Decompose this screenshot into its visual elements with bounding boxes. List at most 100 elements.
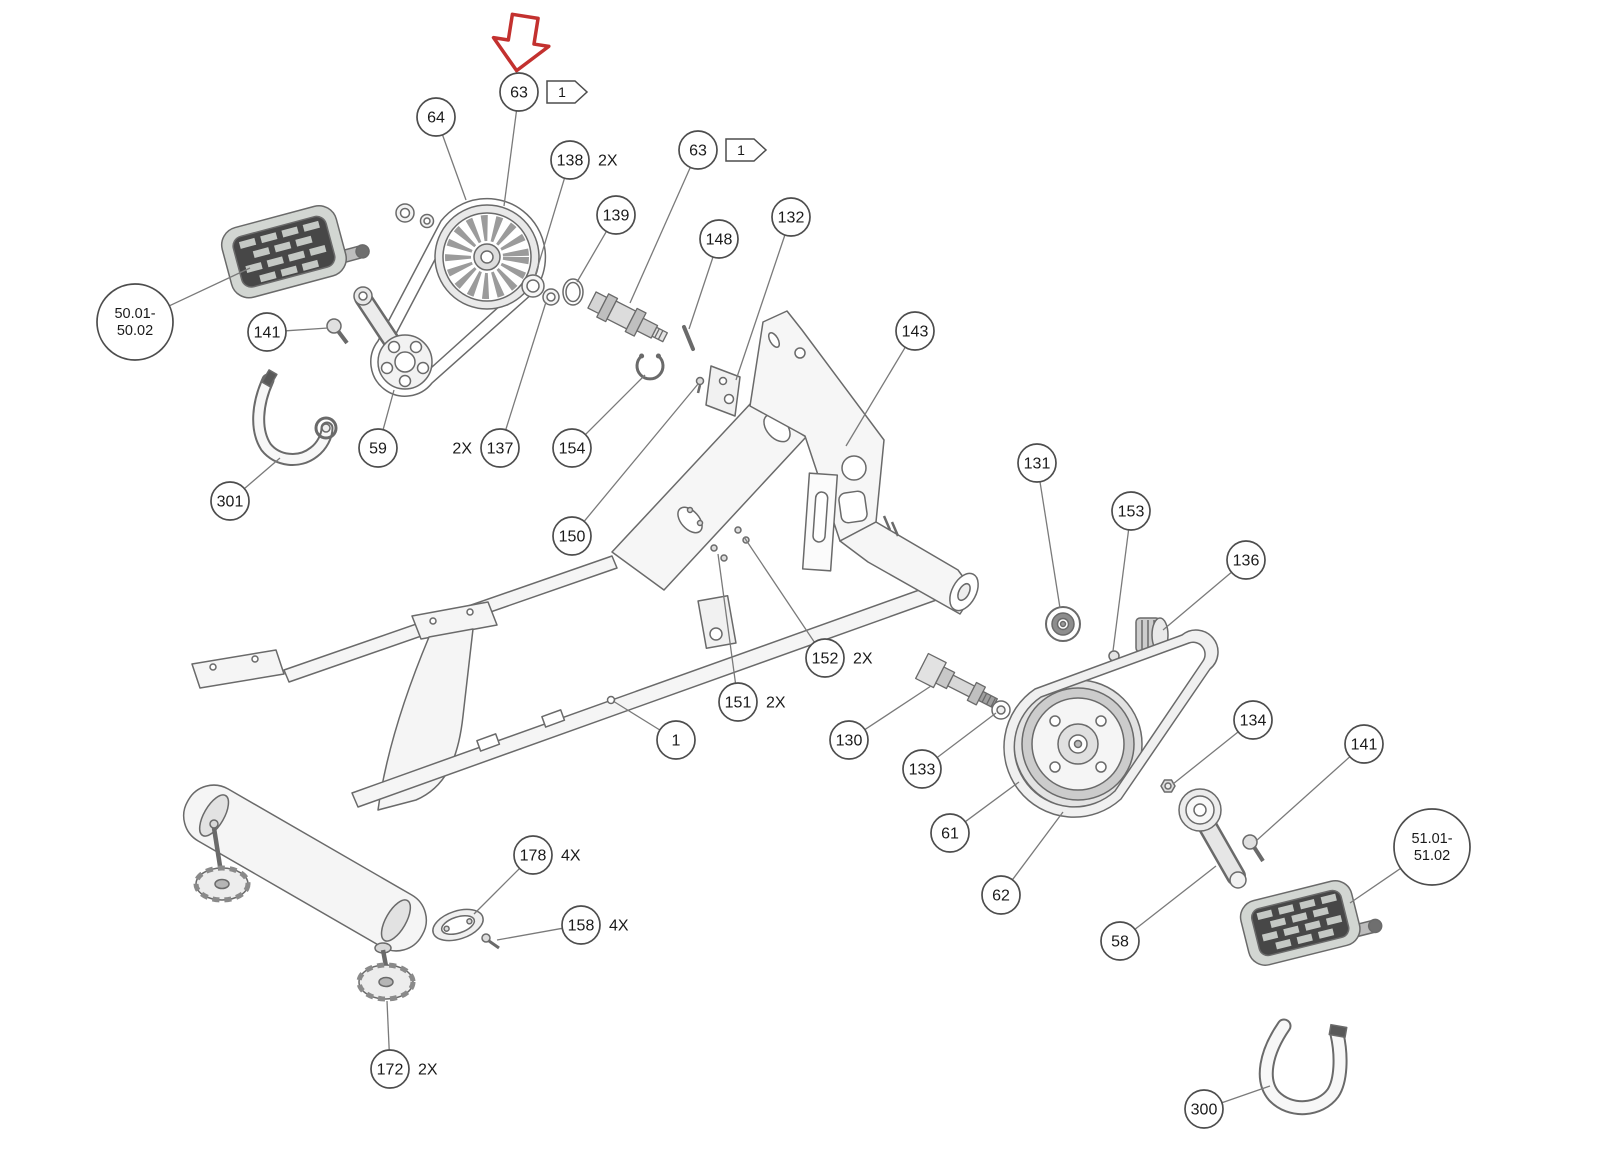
balloon-circle bbox=[981, 875, 1021, 915]
balloon-label: 64 bbox=[427, 110, 445, 127]
balloon-circle bbox=[1111, 491, 1151, 531]
callout-63-a: 63 1 bbox=[499, 72, 589, 207]
quantity-label: 2X bbox=[853, 651, 873, 668]
screw-158-part bbox=[481, 933, 500, 950]
quantity-label: 2X bbox=[452, 441, 472, 458]
leader-line bbox=[583, 383, 699, 522]
leader-line bbox=[496, 927, 563, 941]
callout-133: 133 bbox=[902, 712, 997, 789]
callout-132: 132 bbox=[735, 197, 811, 381]
callout-301: 301 bbox=[210, 457, 281, 521]
leader-line bbox=[845, 346, 906, 447]
leader-line bbox=[717, 553, 737, 684]
balloon-circle bbox=[416, 97, 456, 137]
balloon-label: 131 bbox=[1024, 456, 1051, 473]
balloon-circle bbox=[596, 195, 636, 235]
leader-line bbox=[629, 167, 691, 304]
callout-172: 172 2X bbox=[370, 1000, 438, 1089]
leader-line bbox=[1134, 865, 1217, 930]
balloon-label: 62 bbox=[992, 888, 1010, 905]
callout-154: 154 bbox=[552, 374, 646, 468]
leader-line bbox=[1221, 1085, 1271, 1104]
balloon-circle bbox=[771, 197, 811, 237]
leader-line bbox=[864, 685, 932, 731]
leader-line bbox=[441, 134, 467, 201]
balloon-circle bbox=[370, 1049, 410, 1089]
callout-178: 178 4X bbox=[473, 835, 581, 915]
balloon-label: 134 bbox=[1240, 713, 1267, 730]
balloon-label: 50.01- bbox=[114, 306, 155, 322]
revision-flag bbox=[725, 138, 768, 162]
callout-61: 61 bbox=[930, 781, 1020, 853]
callout-64: 64 bbox=[416, 97, 467, 201]
balloon-circle bbox=[718, 682, 758, 722]
callout-152: 152 2X bbox=[743, 536, 873, 678]
base-frame-part bbox=[182, 555, 957, 952]
quantity-label: 2X bbox=[418, 1062, 438, 1079]
leader-line bbox=[735, 234, 786, 381]
callout-148: 148 bbox=[688, 219, 739, 330]
balloon-label: 172 bbox=[377, 1062, 404, 1079]
quantity-label: 4X bbox=[609, 918, 629, 935]
bearing-part bbox=[1045, 606, 1081, 642]
balloon-label: 178 bbox=[520, 848, 547, 865]
callout-1: 1 bbox=[612, 700, 696, 760]
callout-136: 136 bbox=[1162, 540, 1266, 631]
balloon-circle bbox=[358, 428, 398, 468]
callout-137: 137 2X bbox=[452, 301, 547, 468]
balloon-circle bbox=[513, 835, 553, 875]
balloon-label: 150 bbox=[559, 529, 586, 546]
balloon-label: 63 bbox=[689, 143, 707, 160]
leader-line bbox=[243, 457, 281, 490]
balloon-circle bbox=[656, 720, 696, 760]
main-frame-part bbox=[611, 310, 979, 649]
crank-shaft-part bbox=[914, 652, 998, 709]
leader-line bbox=[1112, 529, 1130, 652]
leveling-foot-part bbox=[193, 819, 416, 1002]
leader-line bbox=[1011, 811, 1064, 881]
leader-line bbox=[612, 700, 661, 731]
balloon-label: 1 bbox=[672, 733, 681, 750]
bracket-part bbox=[695, 365, 741, 417]
right-crank-part bbox=[1178, 788, 1247, 889]
balloon-circle bbox=[247, 312, 287, 352]
callout-51: 51.01-51.02 bbox=[1349, 808, 1471, 904]
balloon-label: 141 bbox=[1351, 737, 1378, 754]
bolt-134-part bbox=[1160, 779, 1176, 793]
leader-line bbox=[505, 301, 547, 431]
quantity-label: 4X bbox=[561, 848, 581, 865]
quantity-label: 2X bbox=[766, 695, 786, 712]
leader-line bbox=[386, 1000, 390, 1051]
balloon-label: 59 bbox=[369, 441, 387, 458]
balloon-label: 300 bbox=[1191, 1102, 1218, 1119]
flag-label: 1 bbox=[558, 84, 566, 100]
callout-300: 300 bbox=[1184, 1085, 1271, 1129]
balloon-circle bbox=[1184, 1089, 1224, 1129]
balloon-circle bbox=[895, 311, 935, 351]
leader-line bbox=[382, 389, 395, 430]
leader-line bbox=[534, 178, 566, 277]
snap-ring-part bbox=[635, 353, 665, 381]
balloon-label: 58 bbox=[1111, 934, 1129, 951]
callout-62: 62 bbox=[981, 811, 1064, 915]
callout-143: 143 bbox=[845, 311, 935, 447]
leader-line bbox=[473, 867, 521, 915]
callout-131: 131 bbox=[1017, 443, 1061, 609]
balloon-label: 137 bbox=[487, 441, 514, 458]
balloon-circle bbox=[1226, 540, 1266, 580]
revision-flag bbox=[546, 80, 589, 104]
callout-141-b: 141 bbox=[1255, 724, 1384, 842]
right-pedal-part bbox=[1239, 880, 1383, 966]
holder-hook-left-part bbox=[252, 369, 338, 466]
balloon-label: 138 bbox=[557, 153, 584, 170]
callout-150: 150 bbox=[552, 383, 699, 556]
left-pedal-part bbox=[220, 204, 370, 299]
balloon-label: 152 bbox=[812, 651, 839, 668]
balloon-label: 63 bbox=[510, 85, 528, 102]
holder-hook-right-part bbox=[1258, 1018, 1348, 1116]
flywheel-pulley-part bbox=[1013, 679, 1143, 809]
callout-59: 59 bbox=[358, 389, 398, 468]
leader-line bbox=[964, 781, 1020, 823]
